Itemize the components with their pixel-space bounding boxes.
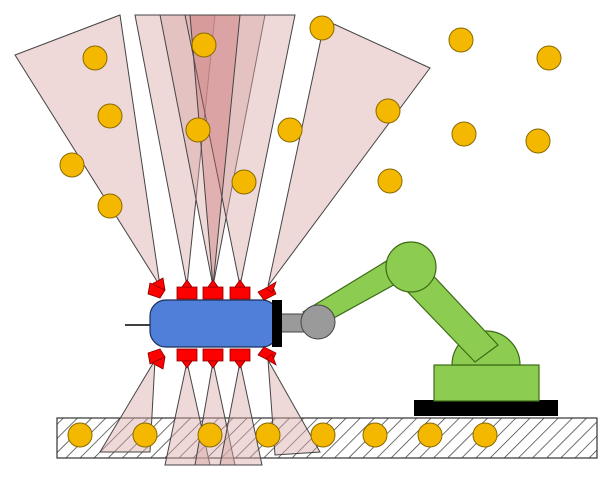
probe-tool-end-cap: [272, 300, 282, 347]
beam-upper-overlap: [189, 14, 241, 287]
target: [472, 422, 498, 448]
target: [525, 128, 551, 154]
target: [191, 32, 217, 58]
target: [132, 422, 158, 448]
target: [231, 169, 257, 195]
robot-elbow-joint: [385, 241, 437, 293]
sensor: [176, 348, 198, 369]
beam-lower-4: [219, 361, 263, 466]
target: [375, 98, 401, 124]
target: [277, 117, 303, 143]
upper-sensor-beams: [14, 14, 431, 287]
target: [197, 422, 223, 448]
target: [310, 422, 336, 448]
robot-base-box: [433, 364, 540, 402]
sensor: [202, 279, 224, 300]
target: [448, 27, 474, 53]
target: [185, 117, 211, 143]
sensor: [176, 279, 198, 300]
target: [377, 168, 403, 194]
target: [536, 45, 562, 71]
floating-targets: [59, 15, 562, 219]
target: [309, 15, 335, 41]
target: [417, 422, 443, 448]
probe-tool-body: [149, 299, 279, 348]
beam-upper-1: [14, 14, 161, 287]
target: [97, 193, 123, 219]
sensor: [257, 346, 277, 366]
robot-base-plate: [414, 400, 558, 416]
target: [362, 422, 388, 448]
sensor: [202, 348, 224, 369]
target: [451, 121, 477, 147]
sensor: [229, 279, 251, 300]
sensor: [147, 277, 166, 299]
beam-upper-5: [267, 19, 431, 287]
sensor: [229, 348, 251, 369]
target: [59, 152, 85, 178]
sensor: [257, 281, 277, 301]
target: [97, 103, 123, 129]
robot-wrist-joint: [300, 304, 336, 340]
bottom-sensors: [147, 346, 277, 370]
target: [67, 422, 93, 448]
target: [82, 45, 108, 71]
ground-targets: [67, 422, 498, 448]
lower-sensor-beams: [99, 359, 321, 466]
top-sensors: [147, 277, 277, 301]
target: [255, 422, 281, 448]
sensor: [147, 348, 166, 370]
beam-lower-5: [267, 359, 321, 456]
